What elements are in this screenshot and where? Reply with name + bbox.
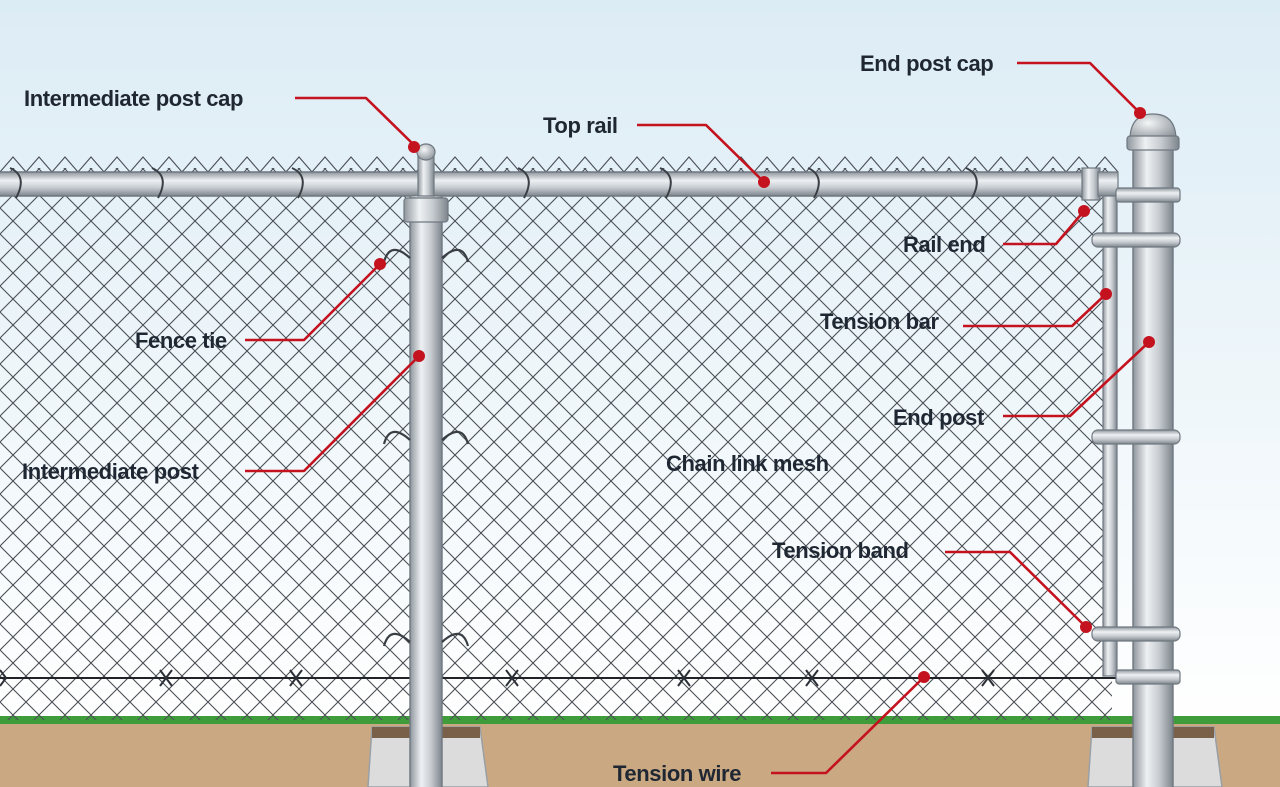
label-end-post: End post (893, 405, 985, 430)
intermediate-post (403, 196, 449, 787)
tension-bands (1091, 187, 1181, 685)
top-rail (0, 171, 1092, 197)
end-post-cap (1126, 113, 1180, 151)
label-intermediate-post: Intermediate post (22, 459, 200, 484)
label-end-post-cap: End post cap (860, 51, 993, 76)
chain-link-mesh (0, 168, 1112, 720)
ground (0, 722, 1280, 787)
mesh-knuckle-zigzag (0, 156, 1119, 173)
rail-end-fitting (1081, 167, 1119, 201)
mesh-top-knuckles (0, 156, 1119, 173)
top-rail-ties (9, 167, 978, 199)
callout-labels: Intermediate post cap Top rail End post … (22, 51, 994, 786)
leader-lines (245, 61, 1150, 775)
label-chain-link-mesh: Chain link mesh (666, 451, 829, 476)
label-intermediate-post-cap: Intermediate post cap (24, 86, 243, 111)
label-top-rail: Top rail (543, 113, 618, 138)
leader-dots (374, 107, 1155, 683)
tension-wire-ties (0, 669, 995, 687)
fence-ties (382, 248, 470, 647)
label-rail-end: Rail end (903, 232, 985, 257)
label-tension-band: Tension band (772, 538, 909, 563)
label-tension-bar: Tension bar (820, 309, 939, 334)
label-tension-wire: Tension wire (613, 761, 741, 786)
label-fence-tie: Fence tie (135, 328, 227, 353)
intermediate-post-cap (416, 143, 436, 197)
